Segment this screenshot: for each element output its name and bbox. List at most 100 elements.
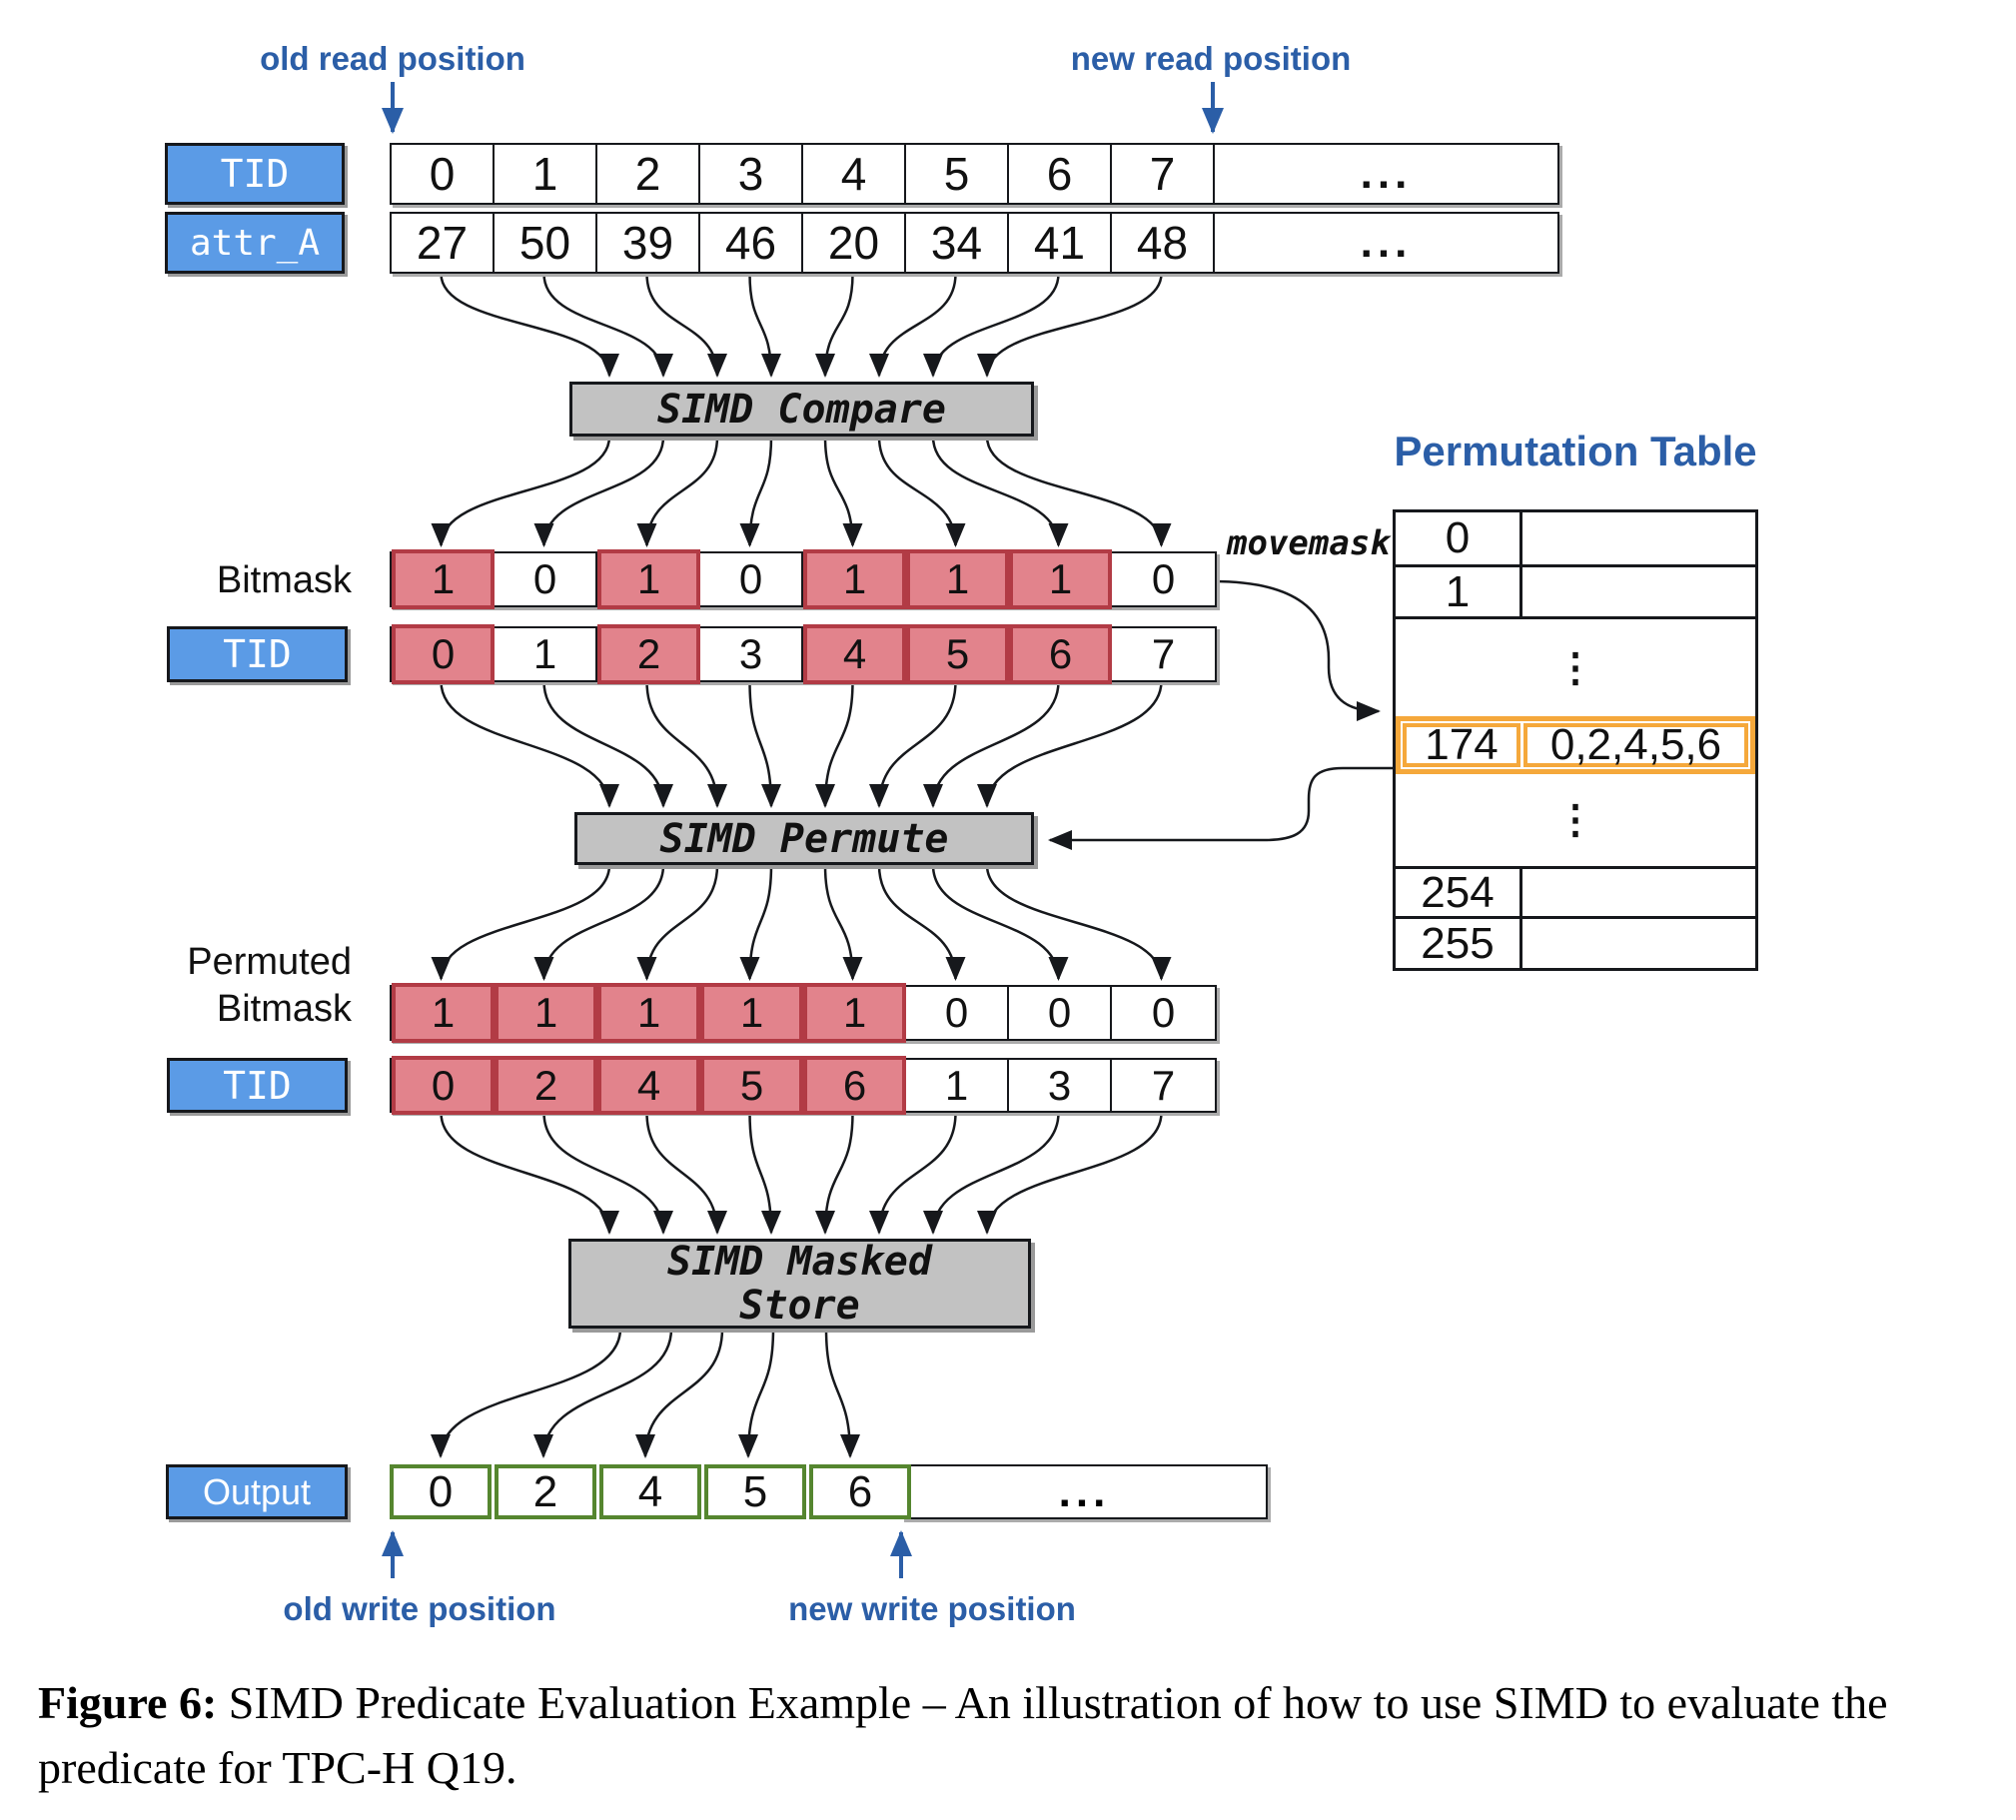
flow-arrow — [869, 1112, 957, 1235]
permutation-table-row-highlighted: 174 0,2,4,5,6 — [1396, 716, 1755, 774]
tid-top-cell: 0 — [392, 145, 495, 203]
flow-arrow — [636, 864, 719, 981]
pt-value — [1522, 919, 1755, 968]
flow-arrow — [815, 1112, 854, 1235]
flow-arrow — [431, 864, 611, 981]
pt-index: 174 — [1403, 720, 1520, 769]
bitmask-cell: 1 — [803, 549, 906, 609]
flow-arrow — [542, 1112, 673, 1235]
pt-index: 255 — [1396, 919, 1522, 968]
permuted-bitmask-cell: 0 — [906, 987, 1009, 1039]
bitmask-label: Bitmask — [216, 559, 352, 601]
bitmask-cell: 0 — [1112, 553, 1215, 605]
tid-top-row: 0 1 2 3 4 5 6 7 ... — [390, 143, 1559, 205]
attr-a-ellipsis: ... — [1215, 214, 1557, 272]
flow-arrow — [748, 680, 781, 808]
tid-mid-cell: 7 — [1112, 628, 1215, 680]
tid-mid-cell: 0 — [392, 624, 495, 684]
permutation-table-title: Permutation Table — [1394, 428, 1757, 474]
flow-arrow — [431, 436, 611, 547]
old-read-position-label: old read position — [260, 40, 525, 77]
pt-value: 0,2,4,5,6 — [1523, 720, 1748, 769]
flow-arrow — [931, 864, 1069, 981]
flow-arrow — [869, 273, 957, 378]
attr-a-cell: 20 — [803, 214, 906, 272]
flow-arrow — [738, 1328, 775, 1458]
simd-masked-store-line2: Store — [739, 1283, 860, 1329]
attr-a-cell: 27 — [392, 214, 495, 272]
figure-caption-label: Figure 6: — [38, 1677, 218, 1728]
tid-mid-label: TID — [167, 626, 348, 682]
flow-arrow — [533, 436, 665, 547]
tid-top-cell: 4 — [803, 145, 906, 203]
attr-a-row: 27 50 39 46 20 34 41 48 ... — [390, 212, 1559, 274]
vertical-ellipsis: ⋮ — [1555, 798, 1595, 842]
tid-top-cell: 5 — [906, 145, 1009, 203]
flow-arrow — [985, 436, 1172, 547]
tid-mid-cell: 4 — [803, 624, 906, 684]
new-write-position-label: new write position — [788, 1590, 1076, 1627]
flow-arrow — [440, 680, 619, 808]
flow-arrow — [645, 273, 727, 378]
attr-a-cell: 48 — [1112, 214, 1215, 272]
figure-caption-text: SIMD Predicate Evaluation Example – An i… — [38, 1677, 1888, 1794]
output-cell: 0 — [390, 1464, 492, 1519]
pt-index: 254 — [1396, 868, 1522, 917]
permutation-table-dots-row: ⋮ — [1396, 774, 1755, 866]
permutation-table-row: 254 — [1396, 866, 1755, 917]
flow-arrow — [985, 864, 1172, 981]
tid-out-cell: 4 — [597, 1056, 700, 1115]
flow-arrow — [923, 273, 1060, 378]
tid-out-label: TID — [167, 1058, 348, 1113]
flow-arrow — [923, 680, 1060, 808]
tid-top-cell: 2 — [597, 145, 700, 203]
flow-arrow — [542, 680, 673, 808]
flow-arrow — [977, 273, 1163, 378]
attr-a-cell: 50 — [495, 214, 597, 272]
permutation-table-row: 0 — [1396, 512, 1755, 564]
movemask-arrow — [1212, 579, 1381, 721]
tid-top-cell: 6 — [1009, 145, 1112, 203]
table-to-permute-arrow — [1048, 766, 1393, 850]
flow-arrow — [542, 273, 673, 378]
output-row: 0 2 4 5 6 — [390, 1464, 911, 1519]
new-read-position-label: new read position — [1070, 40, 1352, 77]
permuted-bitmask-cell: 1 — [495, 983, 597, 1043]
old-write-position-label: old write position — [283, 1590, 556, 1627]
pt-value — [1522, 869, 1755, 916]
bitmask-cell: 1 — [392, 549, 495, 609]
tid-top-ellipsis: ... — [1215, 145, 1557, 203]
permuted-bitmask-label-line1: Permuted — [187, 941, 352, 983]
simd-permute-box: SIMD Permute — [574, 812, 1034, 865]
tid-top-cell: 1 — [495, 145, 597, 203]
tid-top-cell: 3 — [700, 145, 803, 203]
flow-arrow — [533, 1328, 673, 1458]
permuted-bitmask-label-line2: Bitmask — [216, 988, 352, 1030]
permutation-table-dots-row: ⋮ — [1396, 616, 1755, 716]
permuted-bitmask-cell: 0 — [1009, 987, 1112, 1039]
attr-a-cell: 46 — [700, 214, 803, 272]
tid-out-cell: 5 — [700, 1056, 803, 1115]
flow-arrow — [748, 273, 781, 378]
pt-index: 0 — [1396, 512, 1522, 564]
flow-arrow — [869, 680, 957, 808]
permuted-bitmask-cell: 1 — [700, 983, 803, 1043]
flow-arrow — [440, 1112, 619, 1235]
pt-value — [1522, 567, 1755, 616]
flow-arrow — [877, 864, 966, 981]
flow-arrow — [823, 436, 863, 547]
permuted-bitmask-row: 1 1 1 1 1 0 0 0 — [390, 983, 1217, 1043]
simd-masked-store-box: SIMD Masked Store — [568, 1239, 1031, 1329]
bitmask-row: 1 0 1 0 1 1 1 0 — [390, 549, 1217, 609]
tid-mid-cell: 1 — [495, 628, 597, 680]
bitmask-cell: 0 — [495, 553, 597, 605]
flow-arrow — [823, 864, 863, 981]
flow-arrow — [739, 864, 773, 981]
tid-top-cell: 7 — [1112, 145, 1215, 203]
tid-out-cell: 7 — [1112, 1060, 1215, 1111]
movemask-label: movemask — [1227, 523, 1391, 563]
output-label: Output — [166, 1464, 348, 1519]
flow-arrow — [635, 1328, 724, 1458]
permutation-table: 0 1 ⋮ 174 0,2,4,5,6 ⋮ 254 255 — [1393, 509, 1758, 971]
